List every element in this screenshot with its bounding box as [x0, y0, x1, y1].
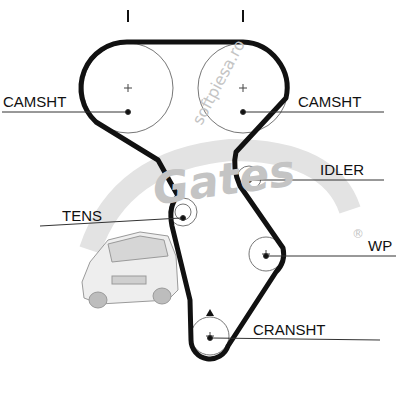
part-label: WP	[368, 238, 392, 253]
part-label: TENS	[62, 208, 102, 223]
part-label: CAMSHT	[3, 94, 66, 109]
trademark-mark: ®	[352, 228, 364, 240]
car-illustration	[82, 232, 178, 308]
part-label: CRANSHT	[253, 322, 326, 337]
leader-lines	[2, 110, 396, 341]
part-label: IDLER	[320, 162, 364, 177]
part-label: CAMSHT	[298, 94, 361, 109]
